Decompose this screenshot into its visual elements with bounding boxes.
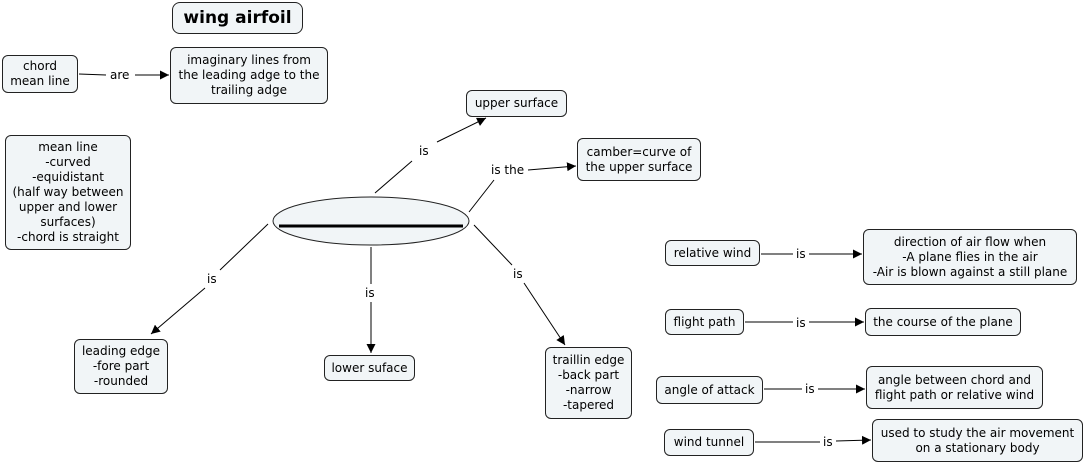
node-chord-mean-line[interactable]: chord mean line [2,55,78,93]
node-flight-path[interactable]: flight path [665,309,744,335]
link-center-is-leading [219,223,269,271]
link-label-is-leading: is [205,272,219,286]
node-angle-of-attack[interactable]: angle of attack [656,376,763,404]
arrow-is-trailing [523,282,566,346]
link-center-is-trailing [473,224,513,266]
link-label-is-the: is the [489,163,527,177]
node-trailing-edge[interactable]: traillin edge -back part -narrow -tapere… [545,347,632,419]
link-label-is-lower: is [363,286,377,300]
link-label-is-flightpath: is [794,316,808,330]
node-relative-wind-def[interactable]: direction of air flow when -A plane flie… [863,229,1077,285]
link-center-is-upper [374,160,413,194]
airfoil-ellipse [272,196,470,246]
node-upper-surface[interactable]: upper surface [466,90,567,117]
link-label-is-upper: is [417,144,431,158]
arrow-is-leading [150,287,206,335]
arrow-isthe-camber [527,162,577,172]
link-label-are: are [108,68,132,82]
arrow-is-tunnel-def [835,435,872,445]
node-relative-wind[interactable]: relative wind [665,240,760,266]
arrow-is-upper [436,117,487,143]
node-angle-of-attack-def[interactable]: angle between chord and flight path or r… [866,366,1043,409]
node-wind-tunnel-def[interactable]: used to study the air movement on a stat… [872,419,1083,462]
link-center-isthe [468,179,495,213]
node-leading-edge[interactable]: leading edge -fore part -rounded [74,339,168,394]
link-label-is-aoa: is [803,382,817,396]
node-flight-path-def[interactable]: the course of the plane [865,308,1021,336]
node-mean-line[interactable]: mean line -curved -equidistant (half way… [5,135,131,250]
link-label-is-relwind: is [794,247,808,261]
link-label-is-trailing: is [511,267,525,281]
node-wind-tunnel[interactable]: wind tunnel [664,429,754,456]
diagram-title: wing airfoil [172,2,303,34]
node-lower-surface[interactable]: lower suface [324,355,415,381]
link-chord-are [78,73,107,76]
link-label-is-tunnel: is [821,435,835,449]
node-camber[interactable]: camber=curve of the upper surface [577,138,701,181]
node-imaginary-lines[interactable]: imaginary lines from the leading adge to… [170,47,328,104]
